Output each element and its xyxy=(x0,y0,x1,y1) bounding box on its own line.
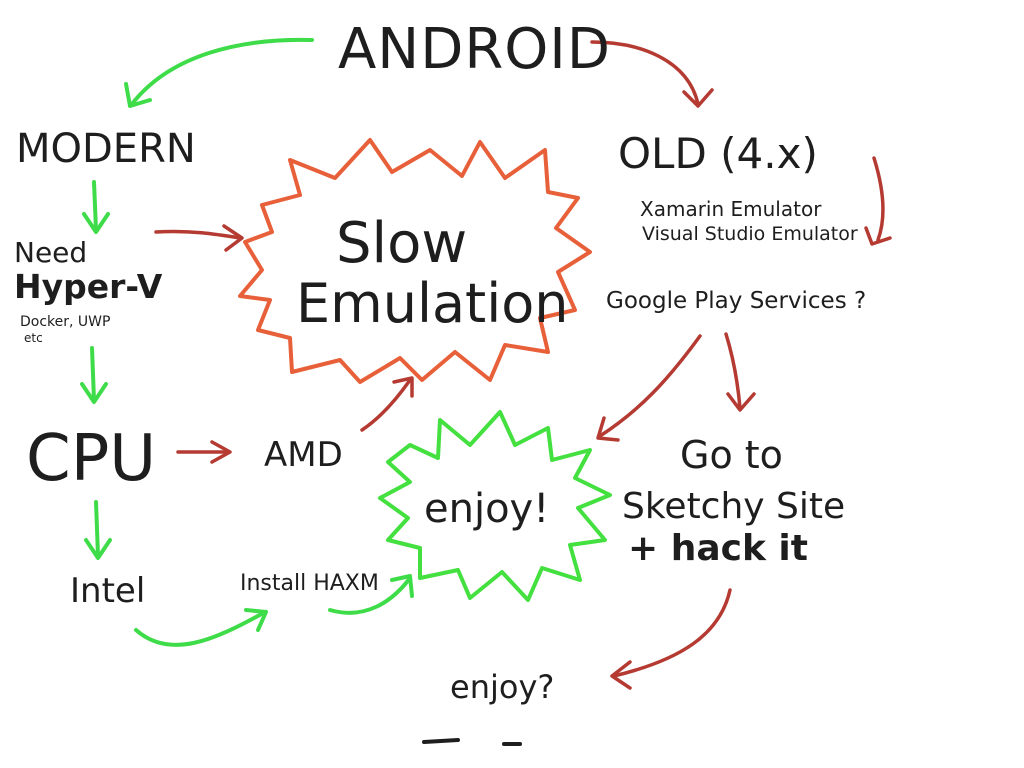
arrow-cpu-intel xyxy=(94,500,100,558)
arrow-need-cpu-head xyxy=(80,382,108,404)
label-visual-studio: Visual Studio Emulator xyxy=(642,223,858,245)
arrow-google-sketchy-head xyxy=(726,392,756,412)
label-emulation: Emulation xyxy=(296,272,568,335)
arrow-amd-slow xyxy=(360,378,412,432)
label-google-play: Google Play Services ? xyxy=(606,288,866,314)
arrow-sketchy-enjoyq-head xyxy=(610,660,632,690)
arrow-google-sketchy xyxy=(724,332,742,410)
arrow-sketchy-enjoyq xyxy=(612,588,732,678)
label-hack: + hack it xyxy=(628,528,808,569)
ink-smudge xyxy=(422,738,522,746)
label-hyper-v: Hyper-V xyxy=(14,267,163,306)
arrow-intel-haxm-head xyxy=(244,608,268,632)
label-slow: Slow xyxy=(336,211,467,276)
arrow-android-old-head xyxy=(682,88,714,108)
slow-emulation-burst xyxy=(238,138,592,384)
label-sketchy: Sketchy Site xyxy=(622,486,845,527)
label-etc: etc xyxy=(24,331,43,345)
label-docker: Docker, UWP xyxy=(20,314,110,330)
arrow-android-old xyxy=(590,40,700,106)
arrow-modern-need-head xyxy=(82,212,110,234)
arrow-cpu-amd-head xyxy=(210,440,232,464)
arrow-need-cpu xyxy=(90,346,96,402)
arrow-modern-need xyxy=(92,180,98,232)
arrow-haxm-enjoy xyxy=(328,576,412,615)
arrow-cpu-intel-head xyxy=(84,538,112,560)
arrow-old-emulators-head xyxy=(864,226,892,246)
label-need: Need xyxy=(14,236,87,269)
label-old: OLD (4.x) xyxy=(618,129,818,178)
label-android: ANDROID xyxy=(338,17,611,82)
label-go-to: Go to xyxy=(680,433,783,477)
label-intel: Intel xyxy=(70,571,145,611)
arrow-hyperv-slow xyxy=(154,229,242,240)
arrow-android-modern-head xyxy=(124,82,152,108)
arrow-old-emulators xyxy=(872,156,885,242)
arrow-haxm-enjoy-head xyxy=(390,574,414,598)
arrow-google-enjoy-head xyxy=(596,416,620,442)
arrow-intel-haxm xyxy=(134,610,267,647)
label-cpu: CPU xyxy=(26,422,156,496)
arrow-android-modern xyxy=(130,37,314,106)
label-xamarin: Xamarin Emulator xyxy=(640,197,822,221)
label-enjoy: enjoy! xyxy=(424,486,549,532)
arrow-google-enjoy xyxy=(598,334,702,438)
label-haxm: Install HAXM xyxy=(240,571,379,596)
arrow-amd-slow-head xyxy=(392,376,414,398)
arrow-hyperv-slow-head xyxy=(222,224,244,252)
label-amd: AMD xyxy=(264,435,343,475)
label-enjoy-question: enjoy? xyxy=(450,668,554,706)
enjoy-burst xyxy=(378,410,612,602)
label-modern: MODERN xyxy=(16,126,196,172)
